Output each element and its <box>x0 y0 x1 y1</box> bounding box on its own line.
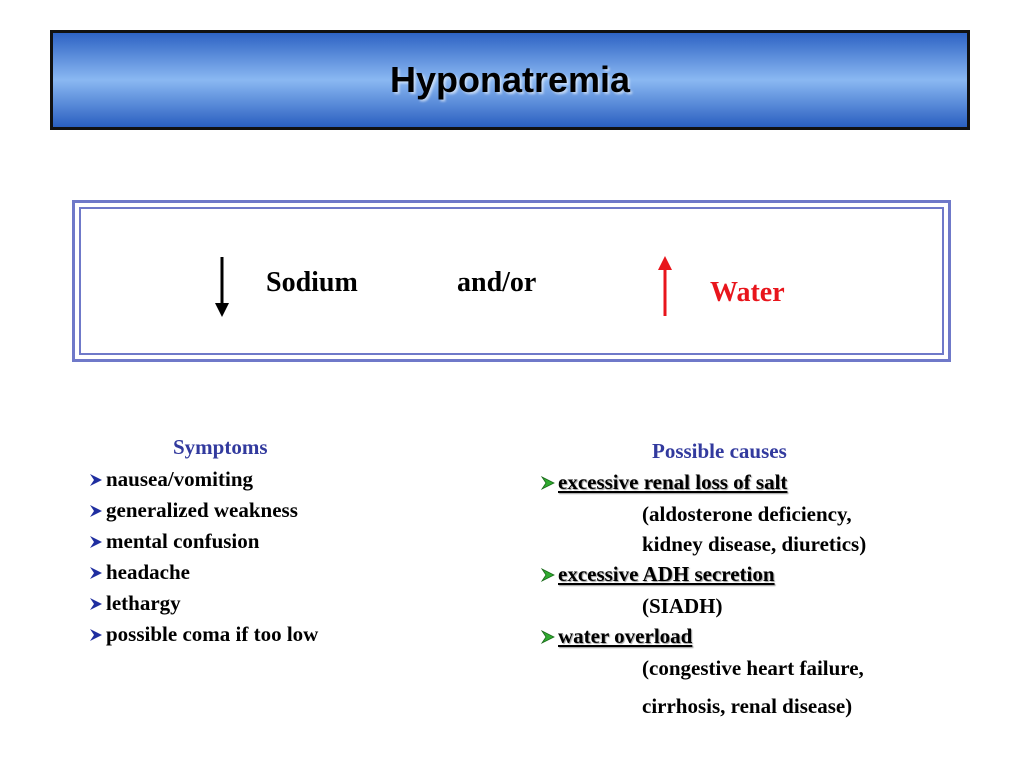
cause-detail: (congestive heart failure, <box>642 656 864 680</box>
causes-list-item-3: water overload <box>540 624 692 649</box>
list-item: headache <box>88 557 318 588</box>
list-item: excessive ADH secretion <box>540 562 775 587</box>
list-item: possible coma if too low <box>88 619 318 650</box>
cause-detail: kidney disease, diuretics) <box>642 532 867 556</box>
list-item: lethargy <box>88 588 318 619</box>
arrowhead-bullet-icon <box>90 628 102 641</box>
cause-text: excessive ADH secretion <box>558 562 775 586</box>
down-arrow-icon <box>215 257 229 317</box>
cause-text: water overload <box>558 624 693 648</box>
green-arrowhead-bullet-icon <box>540 475 555 490</box>
symptoms-header: Symptoms <box>173 435 268 459</box>
symptom-text: lethargy <box>106 591 181 615</box>
list-item: nausea/vomiting <box>88 464 318 495</box>
symptom-text: mental confusion <box>106 529 260 553</box>
list-item: mental confusion <box>88 526 318 557</box>
green-arrowhead-bullet-icon <box>540 629 555 644</box>
list-item: excessive renal loss of salt <box>540 470 787 495</box>
green-arrowhead-bullet-icon <box>540 567 555 582</box>
arrowhead-bullet-icon <box>90 597 102 610</box>
arrowhead-bullet-icon <box>90 566 102 579</box>
and-or-connector: and/or <box>457 267 537 298</box>
symptoms-list: nausea/vomiting generalized weakness men… <box>88 464 318 650</box>
cause-detail: (SIADH) <box>642 594 723 618</box>
equation-box <box>72 200 951 362</box>
symptom-text: generalized weakness <box>106 498 298 522</box>
water-label: Water <box>710 277 785 308</box>
symptom-text: nausea/vomiting <box>106 467 254 491</box>
cause-detail: (aldosterone deficiency, <box>642 502 852 526</box>
cause-text: excessive renal loss of salt <box>558 470 788 494</box>
title-banner: Hyponatremia <box>50 30 970 130</box>
sodium-label: Sodium <box>266 267 358 298</box>
arrowhead-bullet-icon <box>90 504 102 517</box>
list-item: generalized weakness <box>88 495 318 526</box>
list-item: water overload <box>540 624 692 649</box>
causes-header: Possible causes <box>652 439 787 463</box>
up-arrow-icon <box>658 256 672 316</box>
slide-title: Hyponatremia <box>389 59 631 100</box>
arrowhead-bullet-icon <box>90 473 102 486</box>
symptom-text: possible coma if too low <box>106 622 319 646</box>
causes-list-item-1: excessive renal loss of salt <box>540 470 787 495</box>
causes-list-item-2: excessive ADH secretion <box>540 562 775 587</box>
arrowhead-bullet-icon <box>90 535 102 548</box>
symptom-text: headache <box>106 560 190 584</box>
cause-detail: cirrhosis, renal disease) <box>642 694 853 718</box>
equation-box-inner-border <box>79 207 944 355</box>
